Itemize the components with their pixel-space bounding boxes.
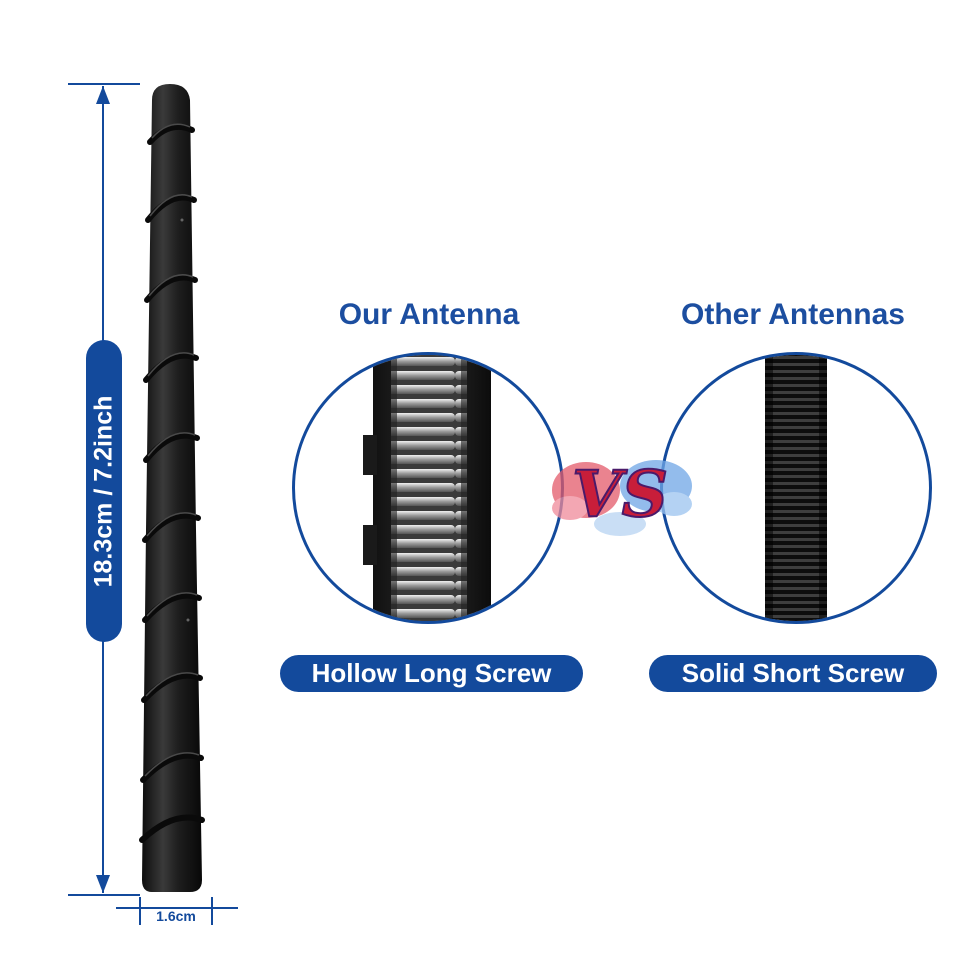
spring-closeup-image bbox=[363, 355, 491, 621]
length-dimension-badge: 18.3cm / 7.2inch bbox=[86, 340, 122, 642]
vs-splash-graphic: VS bbox=[552, 456, 692, 536]
solid-screw-closeup-image bbox=[765, 355, 827, 621]
spring-closeup-circle bbox=[292, 352, 564, 624]
width-dimension-label: 1.6cm bbox=[156, 908, 196, 924]
solid-short-screw-caption: Solid Short Screw bbox=[649, 655, 937, 692]
length-dimension-label: 18.3cm / 7.2inch bbox=[89, 395, 118, 587]
vs-label: VS bbox=[572, 457, 668, 532]
other-antennas-heading: Other Antennas bbox=[681, 298, 905, 331]
solid-screw-closeup-circle bbox=[660, 352, 932, 624]
our-antenna-heading: Our Antenna bbox=[338, 298, 520, 331]
hollow-long-screw-caption: Hollow Long Screw bbox=[280, 655, 583, 692]
antenna-product-image bbox=[139, 84, 205, 892]
